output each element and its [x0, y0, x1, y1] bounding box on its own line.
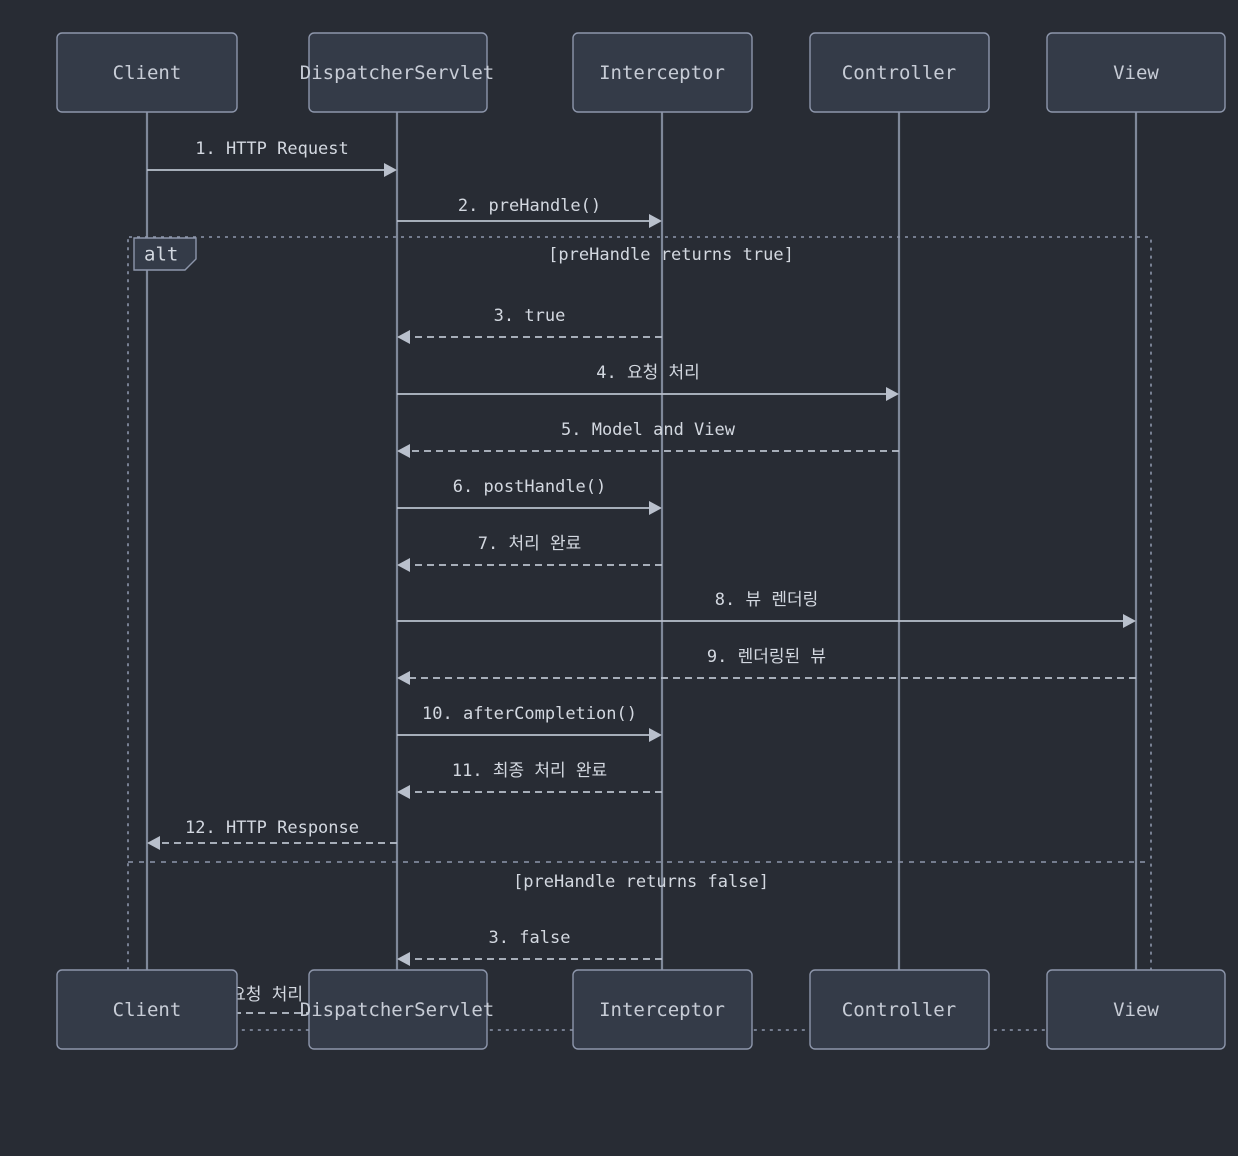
message-label-6: 6. postHandle() [453, 477, 607, 497]
messages-group: 1. HTTP Request 2. preHandle() 3. true 4. 요… [147, 139, 1136, 1020]
message-arrowhead-9 [397, 671, 410, 685]
message-label-10: 10. afterCompletion() [422, 704, 637, 724]
message-arrowhead-12 [147, 836, 160, 850]
participant-label-top-controller: Controller [842, 62, 956, 84]
participant-label-bottom-controller: Controller [842, 999, 956, 1021]
message-arrowhead-11 [397, 785, 410, 799]
message-arrowhead-3f [397, 952, 410, 966]
message-arrowhead-3t [397, 330, 410, 344]
participant-box-top-controller[interactable] [809, 32, 990, 113]
alt-block-frame-group: [preHandle returns true] [preHandle retur… [127, 236, 1152, 1031]
alt-block-tag-label: alt [144, 244, 178, 266]
message-label-8: 8. 뷰 렌더링 [715, 590, 819, 610]
participant-box-bottom-view[interactable] [1046, 969, 1226, 1050]
message-label-7: 7. 처리 완료 [478, 534, 582, 554]
participant-box-bottom-client[interactable] [56, 969, 238, 1050]
participant-box-top-view[interactable] [1046, 32, 1226, 113]
participant-label-bottom-interceptor: Interceptor [599, 999, 725, 1021]
message-arrowhead-7 [397, 558, 410, 572]
message-arrowhead-2 [649, 214, 662, 228]
alt-block-tag-shape [133, 237, 197, 271]
message-label-2: 2. preHandle() [458, 196, 601, 216]
participant-box-top-client[interactable] [56, 32, 238, 113]
participant-box-bottom-dispatcher[interactable] [308, 969, 488, 1050]
participant-label-top-interceptor: Interceptor [599, 62, 725, 84]
alt-condition-true: [preHandle returns true] [548, 245, 794, 265]
message-label-1: 1. HTTP Request [195, 139, 349, 159]
lifelines-group [145, 112, 1138, 1049]
participant-label-top-view: View [1113, 62, 1159, 84]
message-label-12: 12. HTTP Response [185, 818, 359, 838]
message-arrowhead-1 [384, 163, 397, 177]
participant-box-bottom-interceptor[interactable] [572, 969, 753, 1050]
participant-label-bottom-view: View [1113, 999, 1159, 1021]
alt-block-border [127, 236, 1152, 1031]
participant-box-bottom-controller[interactable] [809, 969, 990, 1050]
participant-box-top-interceptor[interactable] [572, 32, 753, 113]
participant-box-top-dispatcher[interactable] [308, 32, 488, 113]
message-label-5: 5. Model and View [561, 420, 736, 440]
participant-label-bottom-client: Client [113, 999, 182, 1021]
message-label-3t: 3. true [494, 306, 566, 326]
alt-condition-false: [preHandle returns false] [513, 872, 769, 892]
message-label-3f: 3. false [489, 928, 571, 948]
message-arrowhead-6 [649, 501, 662, 515]
message-label-4: 4. 요청 처리 [596, 363, 700, 383]
message-label-9: 9. 렌더링된 뷰 [707, 647, 826, 667]
message-arrowhead-5 [397, 444, 410, 458]
message-label-11: 11. 최종 처리 완료 [452, 761, 607, 781]
message-arrowhead-8 [1123, 614, 1136, 628]
alt-block-tag-group: alt [133, 237, 197, 271]
participant-label-top-dispatcher: DispatcherServlet [300, 62, 494, 84]
participant-label-top-client: Client [113, 62, 182, 84]
message-arrowhead-10 [649, 728, 662, 742]
participant-label-bottom-dispatcher: DispatcherServlet [300, 999, 494, 1021]
message-arrowhead-4 [886, 387, 899, 401]
